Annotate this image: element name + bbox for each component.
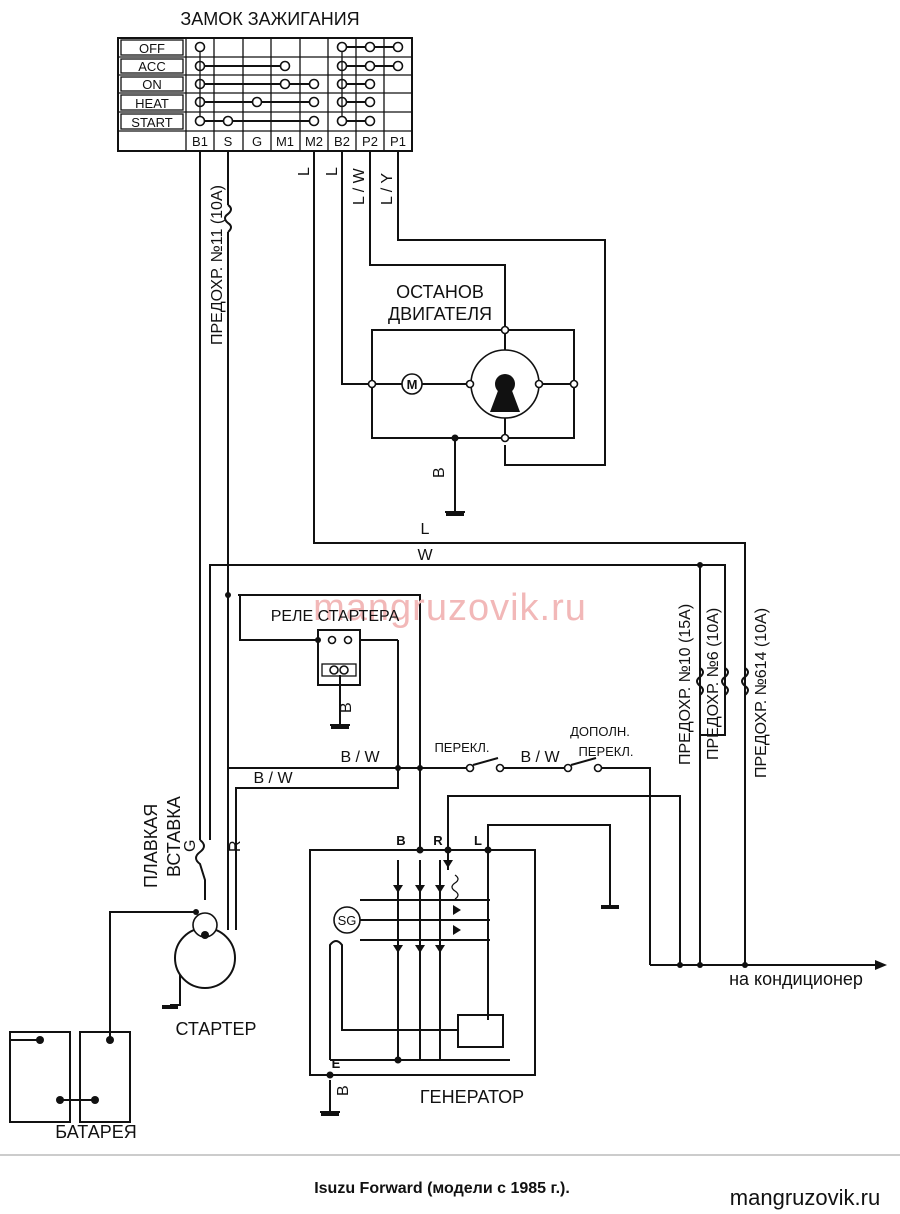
wire-label-ly: L / Y xyxy=(379,173,396,205)
gen-terminal-b: B xyxy=(396,833,405,848)
starter-label: СТАРТЕР xyxy=(175,1019,256,1039)
row-label-on: ON xyxy=(142,77,162,92)
ground-symbols xyxy=(162,512,619,1116)
gen-terminal-e: E xyxy=(332,1056,341,1071)
switch-connections xyxy=(194,41,404,127)
switch2-label-2: ПЕРЕКЛ. xyxy=(578,744,633,759)
col-label-p1: P1 xyxy=(390,134,406,149)
fuse-614-label: ПРЕДОХР. №614 (10A) xyxy=(753,608,770,778)
stop-label-2: ДВИГАТЕЛЯ xyxy=(388,304,492,324)
col-label-s: S xyxy=(224,134,233,149)
gen-terminal-l: L xyxy=(474,833,482,848)
row-label-heat: HEAT xyxy=(135,96,169,111)
switch2-label-1: ДОПОЛН. xyxy=(570,724,630,739)
fuse-11-symbol xyxy=(224,204,232,233)
wire-label-l-main: L xyxy=(421,521,430,538)
row-label-acc: ACC xyxy=(138,59,165,74)
col-label-b1: B1 xyxy=(192,134,208,149)
sg-label: SG xyxy=(338,913,357,928)
engine-stop-box: M xyxy=(367,325,579,443)
starter xyxy=(170,909,236,1006)
caption: Isuzu Forward (модели с 1985 г.). xyxy=(314,1180,570,1197)
row-label-start: START xyxy=(131,115,172,130)
fuse-11-label: ПРЕДОХР. №11 (10A) xyxy=(209,185,226,345)
wire-label-b-gen: B xyxy=(335,1085,352,1096)
fuse-6-label: ПРЕДОХР. №6 (10A) xyxy=(705,608,722,760)
col-label-m2: M2 xyxy=(305,134,323,149)
wire-label-b-stop: B xyxy=(431,467,448,478)
wire-label-l2: L xyxy=(324,167,341,176)
battery xyxy=(9,1031,131,1123)
switch-contacts xyxy=(465,757,603,773)
switch1-label: ПЕРЕКЛ. xyxy=(434,740,489,755)
svg-text:M: M xyxy=(407,377,418,392)
ac-arrow xyxy=(875,960,887,970)
col-label-g: G xyxy=(252,134,262,149)
ac-label: на кондиционер xyxy=(729,969,863,989)
starter-relay xyxy=(315,629,361,686)
stop-label-1: ОСТАНОВ xyxy=(396,282,484,302)
link-label-2: ВСТАВКА xyxy=(164,796,184,877)
site-url: mangruzovik.ru xyxy=(730,1185,880,1210)
junction-dots xyxy=(225,562,748,968)
fuse-6-symbol xyxy=(721,667,729,696)
fuse-614-symbol xyxy=(741,667,749,696)
watermark: mangruzovik.ru xyxy=(313,587,587,629)
col-label-m1: M1 xyxy=(276,134,294,149)
wire-label-g: G xyxy=(182,840,199,852)
fusible-link-symbol xyxy=(195,839,206,900)
wire-label-l1: L xyxy=(296,167,313,176)
fuse-10-symbol xyxy=(696,667,704,696)
generator-label: ГЕНЕРАТОР xyxy=(420,1087,524,1107)
wire-label-b-relay: B xyxy=(338,702,355,713)
fuse-10-label: ПРЕДОХР. №10 (15A) xyxy=(677,604,694,765)
wire-label-bw3: B / W xyxy=(253,770,293,787)
wire-label-bw1: B / W xyxy=(340,749,380,766)
wire-label-bw2: B / W xyxy=(520,749,560,766)
wire-label-w-main: W xyxy=(417,547,433,564)
col-label-b2: B2 xyxy=(334,134,350,149)
battery-label: БАТАРЕЯ xyxy=(55,1122,136,1142)
row-label-off: OFF xyxy=(139,41,165,56)
ignition-switch-table: OFF ACC ON HEAT START B1 S G M1 M2 B2 P2… xyxy=(117,37,413,152)
generator: SG xyxy=(309,846,536,1079)
wire-label-r: R xyxy=(227,840,244,852)
relay-label: РЕЛЕ СТАРТЕРА xyxy=(271,608,400,625)
link-label-1: ПЛАВКАЯ xyxy=(141,804,161,888)
diagram-title: ЗАМОК ЗАЖИГАНИЯ xyxy=(180,9,359,29)
wire-label-lw: L / W xyxy=(351,167,368,205)
col-label-p2: P2 xyxy=(362,134,378,149)
gen-terminal-r: R xyxy=(433,833,443,848)
